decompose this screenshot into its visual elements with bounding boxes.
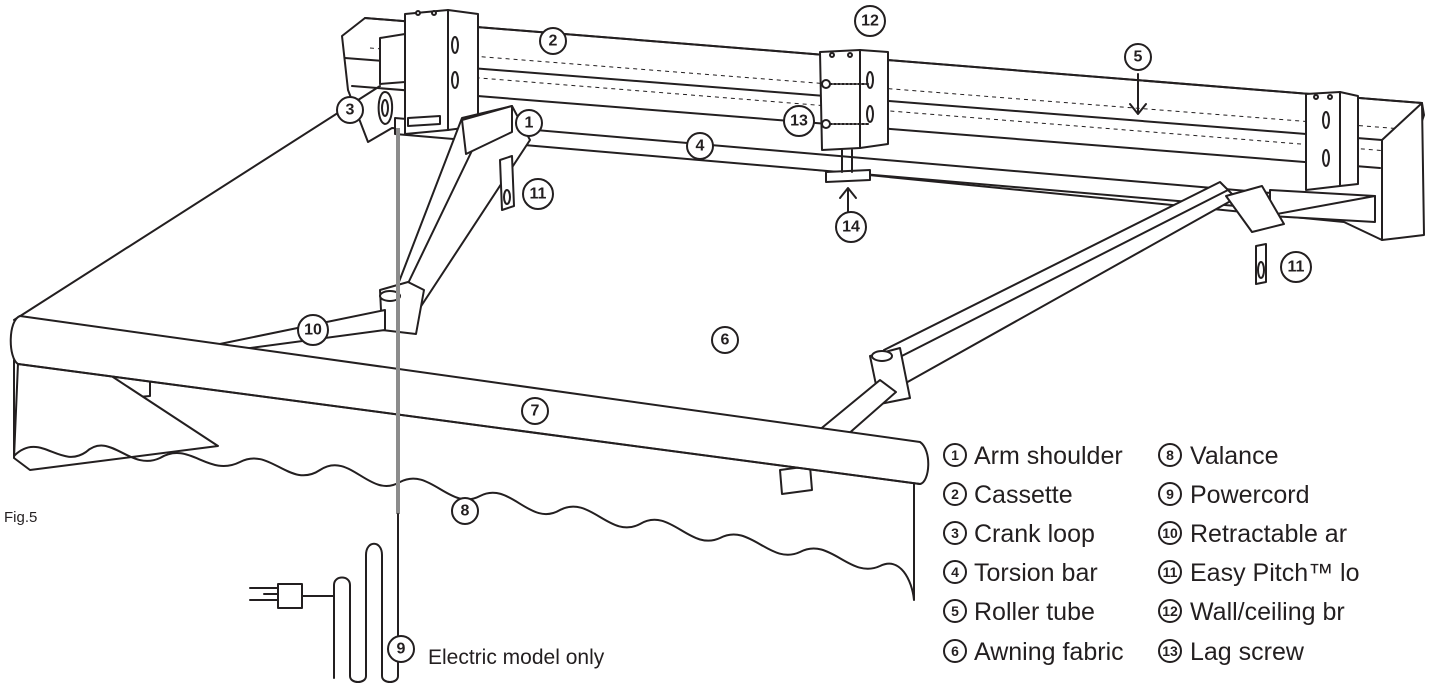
svg-text:3: 3 [346, 102, 355, 119]
svg-text:12: 12 [861, 13, 879, 30]
callouts: 1 2 3 4 5 6 7 8 9 10 11 11 12 13 14 [297, 5, 1312, 663]
svg-text:6: 6 [951, 643, 959, 659]
callout-13: 13 [783, 105, 815, 137]
lag-screws [821, 79, 871, 129]
svg-text:11: 11 [1288, 259, 1305, 276]
svg-text:Awning fabric: Awning fabric [974, 638, 1124, 666]
callout-11-right: 11 [1280, 251, 1312, 283]
legend-item-9: 9 Powercord [1158, 481, 1310, 509]
svg-text:2: 2 [549, 33, 558, 50]
figure-label: Fig.5 [4, 509, 37, 526]
svg-text:1: 1 [951, 447, 959, 463]
svg-text:2: 2 [951, 486, 959, 502]
svg-text:Arm shoulder: Arm shoulder [974, 442, 1123, 470]
svg-text:Valance: Valance [1190, 442, 1279, 470]
svg-text:9: 9 [1166, 486, 1174, 502]
bracket-left [379, 9, 479, 135]
svg-text:13: 13 [1162, 643, 1178, 659]
svg-text:5: 5 [951, 603, 959, 619]
callout-3: 3 [336, 96, 364, 124]
callout-4: 4 [686, 132, 714, 160]
svg-text:Crank loop: Crank loop [974, 520, 1095, 548]
callout-10: 10 [297, 314, 329, 346]
svg-text:8: 8 [1166, 447, 1174, 463]
svg-text:1: 1 [525, 115, 534, 132]
callout-11-left: 11 [522, 178, 554, 210]
svg-text:Easy Pitch™ lo: Easy Pitch™ lo [1190, 559, 1360, 587]
svg-text:11: 11 [1163, 564, 1178, 580]
svg-text:Powercord: Powercord [1190, 481, 1310, 509]
electric-note: Electric model only [428, 646, 605, 669]
svg-text:7: 7 [531, 403, 540, 420]
crank-loop-part [377, 91, 394, 125]
callout-1: 1 [515, 109, 543, 137]
callout-2: 2 [539, 27, 567, 55]
svg-text:Roller tube: Roller tube [974, 598, 1095, 626]
svg-text:Retractable ar: Retractable ar [1190, 520, 1347, 548]
right-arm [779, 181, 1285, 495]
legend-item-1: 1 Arm shoulder [943, 442, 1123, 470]
svg-text:5: 5 [1134, 49, 1143, 66]
legend-item-10: 10 Retractable ar [1158, 520, 1347, 548]
legend-item-12: 12 Wall/ceiling br [1158, 598, 1345, 626]
svg-text:Cassette: Cassette [974, 481, 1073, 509]
callout-12: 12 [854, 5, 886, 37]
legend-item-13: 13 Lag screw [1158, 638, 1305, 666]
power-cord [249, 128, 400, 683]
legend-item-5: 5 Roller tube [943, 598, 1095, 626]
svg-text:14: 14 [842, 219, 860, 236]
callout-7: 7 [521, 397, 549, 425]
callout-8: 8 [451, 497, 479, 525]
callout-5: 5 [1124, 43, 1152, 71]
legend-item-11: 11 Easy Pitch™ lo [1158, 559, 1360, 587]
svg-text:Wall/ceiling br: Wall/ceiling br [1190, 598, 1345, 626]
svg-text:4: 4 [951, 564, 959, 580]
svg-text:12: 12 [1162, 603, 1178, 619]
legend-item-2: 2 Cassette [943, 481, 1073, 509]
svg-text:9: 9 [397, 641, 406, 658]
legend-item-8: 8 Valance [1158, 442, 1279, 470]
svg-text:6: 6 [721, 332, 730, 349]
legend: 1 Arm shoulder 2 Cassette 3 Crank loop 4 Tor… [943, 442, 1360, 666]
torsion-bar [394, 117, 1376, 223]
front-bar-valance [9, 315, 930, 601]
svg-text:3: 3 [951, 525, 959, 541]
svg-text:13: 13 [790, 113, 808, 130]
svg-text:Lag screw: Lag screw [1190, 638, 1305, 666]
svg-text:10: 10 [1162, 525, 1178, 541]
svg-text:11: 11 [530, 186, 547, 203]
legend-item-4: 4 Torsion bar [943, 559, 1098, 587]
svg-text:8: 8 [461, 503, 470, 520]
legend-item-6: 6 Awning fabric [943, 638, 1124, 666]
callout-14: 14 [835, 211, 867, 243]
callout-6: 6 [711, 326, 739, 354]
bracket-right [1305, 91, 1359, 191]
legend-item-3: 3 Crank loop [943, 520, 1095, 548]
svg-text:4: 4 [696, 138, 705, 155]
arrows [839, 73, 1147, 213]
callout-9: 9 [387, 635, 415, 663]
svg-text:Torsion bar: Torsion bar [974, 559, 1098, 587]
svg-text:10: 10 [304, 322, 322, 339]
